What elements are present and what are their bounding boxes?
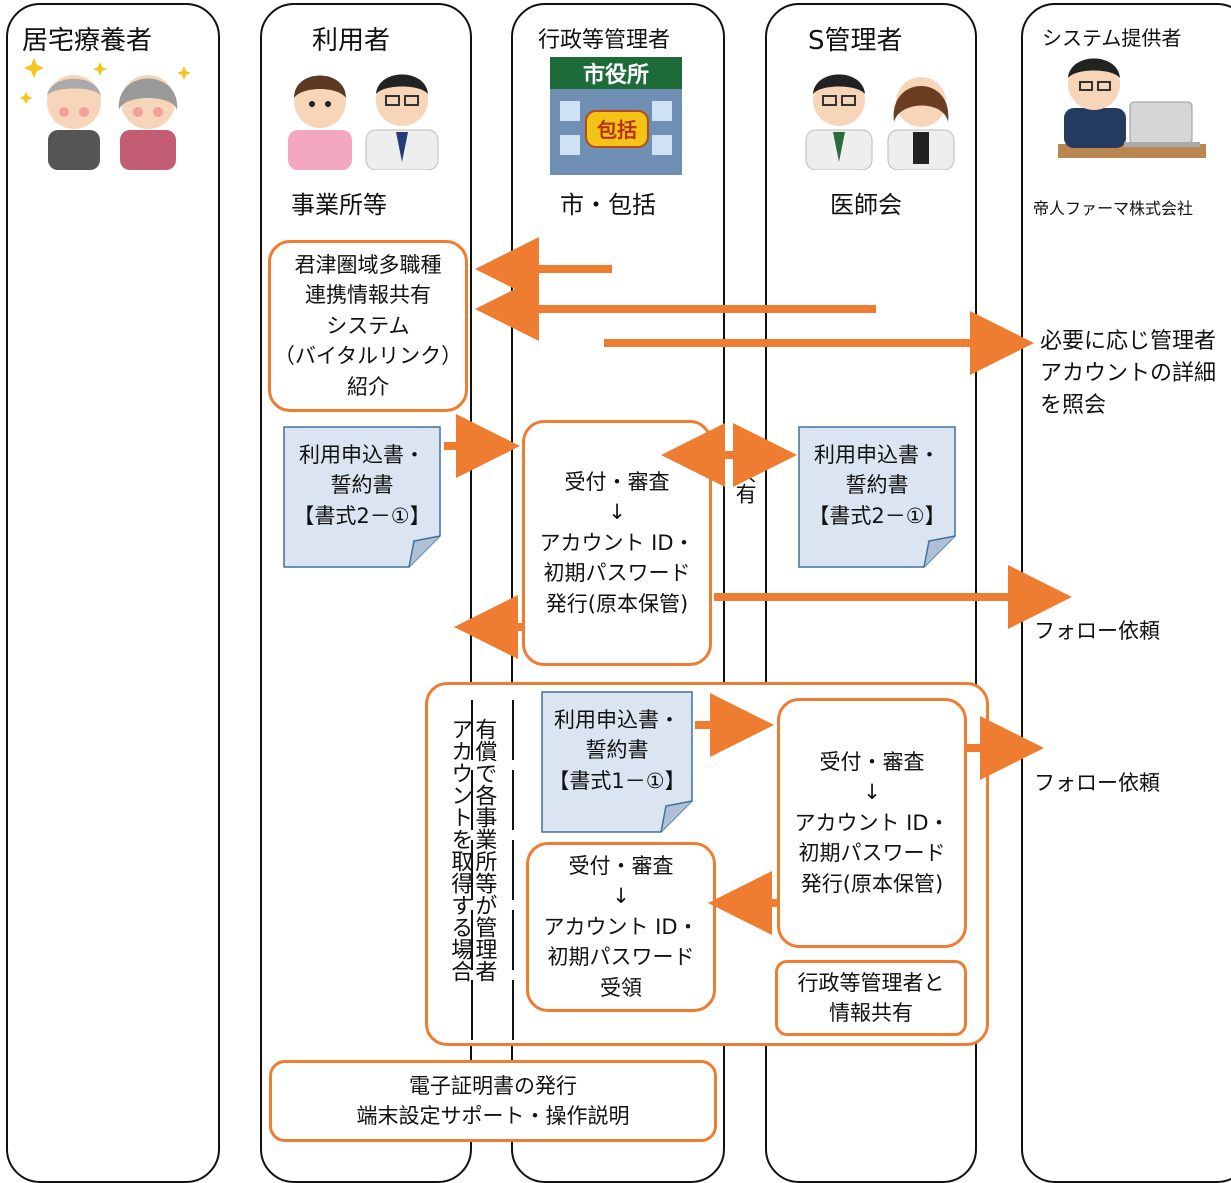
intro-line: システム xyxy=(326,313,410,338)
computer-user-icon xyxy=(1058,58,1206,158)
share-label: 共有 xyxy=(733,462,758,504)
process-line: ↓ xyxy=(863,780,881,805)
receive-line: ↓ xyxy=(612,884,630,909)
follow-request-1: フォロー依頼 xyxy=(1034,619,1160,643)
lane-subtitle-s-admin: 医師会 xyxy=(830,191,902,219)
doc-form1: 利用申込書・ 誓約書 【書式1－①】 xyxy=(541,691,693,833)
lane-system-provider xyxy=(1021,3,1231,1183)
doc-line: 利用申込書・ xyxy=(554,708,680,732)
support-line: 端末設定サポート・操作説明 xyxy=(356,1104,630,1128)
receive-line: 受領 xyxy=(599,975,642,1000)
share-line: 情報共有 xyxy=(829,1001,913,1025)
inquiry-line: を照会 xyxy=(1040,392,1107,418)
process-line: 受付・審査 xyxy=(819,749,925,774)
lane-title-s-admin: S管理者 xyxy=(808,26,903,56)
lane-subtitle-city-admin: 市・包括 xyxy=(560,191,656,219)
inquiry-line: アカウントの詳細 xyxy=(1040,360,1217,386)
lane-subtitle-user: 事業所等 xyxy=(291,191,387,219)
share-with-admin-box: 行政等管理者と 情報共有 xyxy=(775,960,967,1036)
process-line: 発行(原本保管) xyxy=(800,871,944,896)
city-office-icon: 市役所 包括 xyxy=(550,57,682,175)
paid-case-line: アカウントを取得する場合 xyxy=(447,718,473,982)
elderly-couple-icon xyxy=(20,58,191,170)
doc-line: 誓約書 xyxy=(330,473,394,498)
lane-title-patient: 居宅療養者 xyxy=(22,26,153,56)
doc-line: 誓約書 xyxy=(585,738,649,763)
hokatsu-sign: 包括 xyxy=(597,118,637,142)
receive-line: アカウント ID・ xyxy=(543,914,699,939)
lane-subtitle-system-provider: 帝人ファーマ株式会社 xyxy=(1033,199,1194,218)
process-line: 受付・審査 xyxy=(564,469,670,494)
paid-case-label: 有償で各事業所等が管理者 アカウントを取得する場合 xyxy=(447,718,497,1038)
inquiry-note: 必要に応じ管理者 アカウントの詳細 を照会 xyxy=(1040,326,1216,422)
lane-title-user: 利用者 xyxy=(312,26,391,56)
intro-line: 君津圏域多職種 xyxy=(294,252,442,277)
receive-line: 初期パスワード xyxy=(547,945,695,970)
intro-line: （バイタルリンク） xyxy=(273,344,463,369)
doc-user-form2: 利用申込書・ 誓約書 【書式2－①】 xyxy=(283,426,441,568)
doc-line: 【書式1－①】 xyxy=(548,768,686,793)
intro-line: 連携情報共有 xyxy=(304,283,431,308)
follow-request-2: フォロー依頼 xyxy=(1034,771,1160,795)
doc-line: 【書式2－①】 xyxy=(293,503,431,528)
city-review-box: 受付・審査 ↓ アカウント ID・ 初期パスワード 発行(原本保管) xyxy=(522,420,712,666)
support-box: 電子証明書の発行 端末設定サポート・操作説明 xyxy=(269,1060,717,1142)
doc-line: 誓約書 xyxy=(845,473,909,498)
lane-patient xyxy=(6,3,220,1183)
doc-line: 利用申込書・ xyxy=(814,443,940,467)
doctors-icon xyxy=(805,74,955,170)
paid-case-line: 有償で各事業所等が管理者 xyxy=(471,718,497,982)
receive-line: 受付・審査 xyxy=(568,853,674,878)
process-line: アカウント ID・ xyxy=(539,530,695,555)
inquiry-line: 必要に応じ管理者 xyxy=(1040,329,1217,354)
lane-title-city-admin: 行政等管理者 xyxy=(538,28,671,53)
process-line: ↓ xyxy=(608,500,626,525)
doc-line: 【書式2－①】 xyxy=(808,503,946,528)
nurse-doctor-icon xyxy=(288,74,439,170)
share-line: 行政等管理者と xyxy=(797,970,945,995)
doc-line: 利用申込書・ xyxy=(299,443,425,467)
support-line: 電子証明書の発行 xyxy=(409,1073,577,1098)
user-receive-box: 受付・審査 ↓ アカウント ID・ 初期パスワード 受領 xyxy=(526,842,716,1012)
system-intro-box: 君津圏域多職種 連携情報共有 システム （バイタルリンク） 紹介 xyxy=(268,240,468,412)
intro-line: 紹介 xyxy=(346,374,389,399)
process-line: アカウント ID・ xyxy=(794,810,950,835)
lane-title-system-provider: システム提供者 xyxy=(1042,26,1182,50)
process-line: 初期パスワード xyxy=(543,561,691,586)
city-hall-sign: 市役所 xyxy=(583,62,649,88)
doc-admin-form2: 利用申込書・ 誓約書 【書式2－①】 xyxy=(798,426,956,568)
admin-review-box: 受付・審査 ↓ アカウント ID・ 初期パスワード 発行(原本保管) xyxy=(777,698,967,948)
process-line: 初期パスワード xyxy=(798,841,946,866)
process-line: 発行(原本保管) xyxy=(545,591,689,616)
